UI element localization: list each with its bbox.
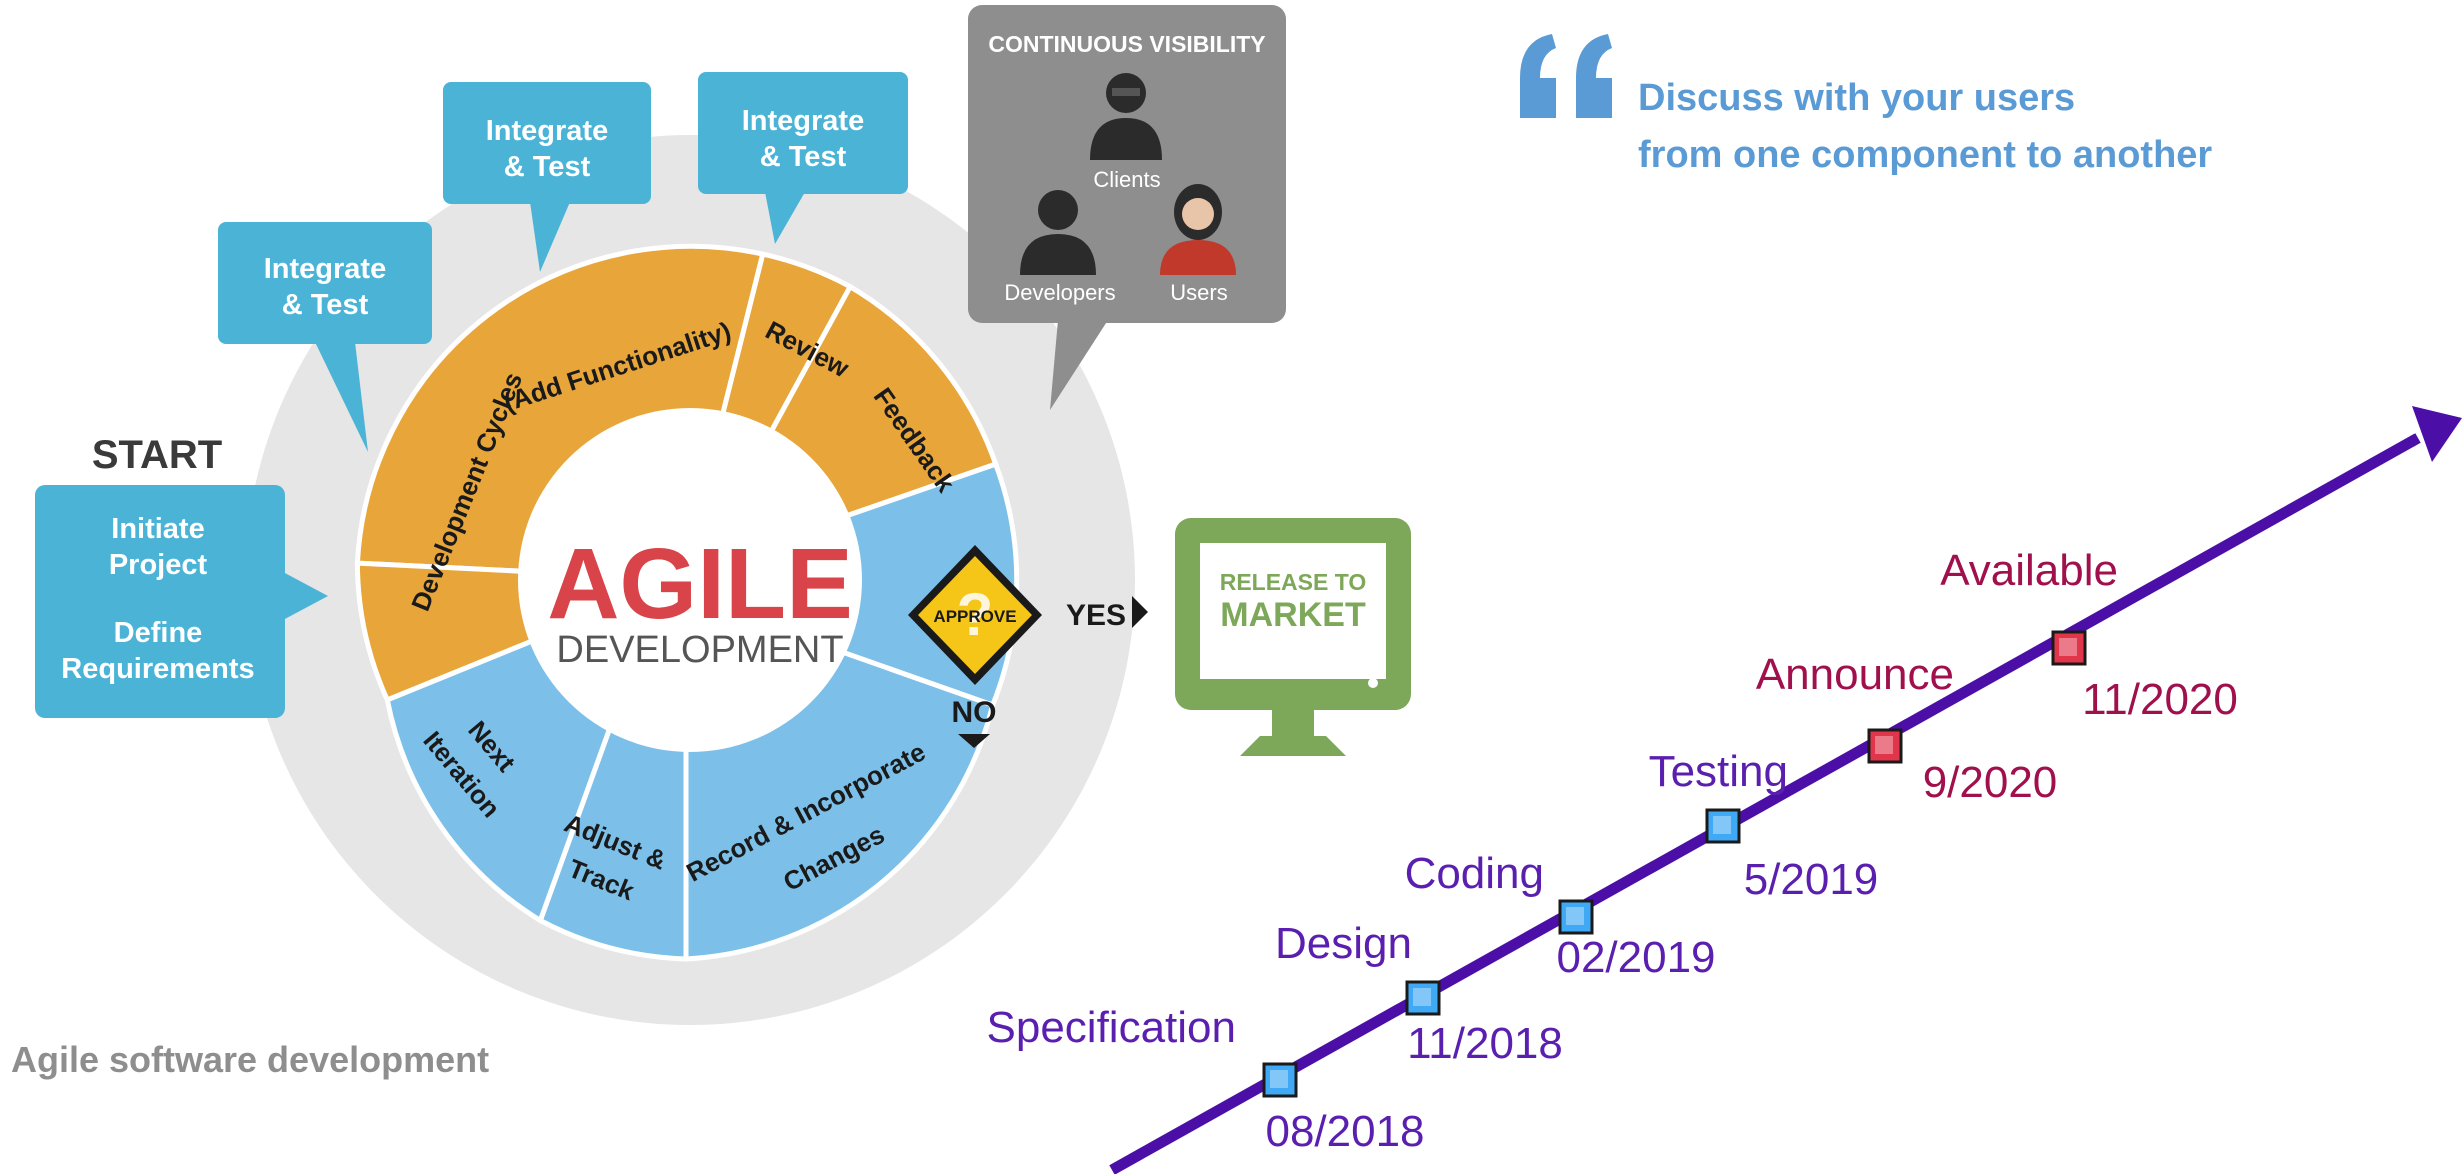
timeline-milestones: Specification 08/2018 Design 11/2018 Coding0… — [987, 546, 2238, 1156]
quote-mark-icon — [1520, 34, 1612, 118]
start-line2: Project — [109, 549, 208, 581]
milestone-marker-highlight — [1713, 816, 1731, 834]
yes-arrow-icon — [1132, 596, 1148, 628]
integrate-callout-2: Integrate & Test — [443, 82, 651, 272]
integrate-1-line2: & Test — [282, 289, 369, 321]
integrate-3-line2: & Test — [760, 141, 847, 173]
milestone-date: 11/2018 — [1407, 1019, 1563, 1068]
milestone-label: Testing — [1649, 747, 1788, 796]
start-line3: Define — [114, 617, 203, 649]
client-person-icon — [1090, 73, 1162, 160]
start-line1: Initiate — [111, 513, 204, 545]
quote-line1: Discuss with your users — [1638, 77, 2075, 119]
milestone-marker — [1558, 899, 1594, 935]
milestone-marker — [1405, 980, 1441, 1016]
milestone-label: Coding — [1405, 849, 1544, 898]
milestone-date: 02/2019 — [1556, 933, 1715, 982]
milestone-marker — [1262, 1062, 1298, 1098]
visibility-panel: CONTINUOUS VISIBILITY Clients Developers… — [968, 5, 1286, 410]
approve-badge: ? APPROVE — [908, 545, 1042, 685]
milestone-label: Announce — [1756, 650, 1954, 699]
clients-label: Clients — [1093, 167, 1160, 192]
integrate-2-line1: Integrate — [486, 115, 608, 147]
question-mark-icon: ? — [957, 581, 994, 648]
milestone-date: 11/2020 — [2082, 675, 2238, 724]
quote-block: Discuss with your users from one compone… — [1520, 34, 2212, 176]
milestone-marker-highlight — [2059, 638, 2077, 656]
milestone-marker-highlight — [1566, 907, 1584, 925]
agile-diagram: AGILE DEVELOPMENT Development Cycles (Ad… — [11, 5, 1411, 1080]
timeline-arrowhead-icon — [2412, 406, 2462, 462]
agile-title: AGILE — [547, 528, 853, 640]
no-label: NO — [952, 696, 997, 729]
users-label: Users — [1170, 280, 1227, 305]
timeline-axis — [1109, 433, 2421, 1174]
milestone-marker-highlight — [1413, 988, 1431, 1006]
agile-subtitle: DEVELOPMENT — [556, 629, 843, 671]
start-line4: Requirements — [61, 653, 254, 685]
milestone-date: 5/2019 — [1744, 855, 1879, 904]
diagram-caption: Agile software development — [11, 1039, 489, 1080]
milestone-label: Specification — [987, 1003, 1236, 1052]
milestone-label: Design — [1275, 919, 1412, 968]
no-arrow-icon — [958, 734, 990, 748]
milestone-marker-highlight — [1875, 736, 1893, 754]
release-line1: RELEASE TO — [1220, 569, 1367, 595]
milestone-date: 9/2020 — [1923, 758, 2058, 807]
visibility-title: CONTINUOUS VISIBILITY — [988, 31, 1265, 57]
integrate-2-line2: & Test — [504, 151, 591, 183]
milestone-marker-highlight — [1270, 1070, 1288, 1088]
integrate-3-line1: Integrate — [742, 105, 864, 137]
integrate-callout-3: Integrate & Test — [698, 72, 908, 244]
start-box: Initiate Project Define Requirements — [35, 485, 328, 718]
milestone-marker — [2051, 630, 2087, 666]
milestone-marker — [1705, 808, 1741, 844]
integrate-1-line1: Integrate — [264, 253, 386, 285]
milestone-date: 08/2018 — [1265, 1107, 1424, 1156]
release-line2: MARKET — [1220, 596, 1366, 634]
wheel-center — [518, 408, 862, 752]
start-label: START — [92, 433, 222, 477]
user-person-icon — [1160, 184, 1236, 275]
approve-label: APPROVE — [933, 607, 1016, 626]
release-monitor-icon: RELEASE TO MARKET — [1175, 518, 1411, 756]
milestone-marker — [1867, 728, 1903, 764]
integrate-callout-1: Integrate & Test — [218, 222, 432, 452]
timeline: Specification 08/2018 Design 11/2018 Coding0… — [987, 406, 2462, 1174]
quote-line2: from one component to another — [1638, 134, 2212, 176]
developer-person-icon — [1020, 190, 1096, 275]
yes-label: YES — [1066, 599, 1126, 632]
developers-label: Developers — [1004, 280, 1115, 305]
milestone-label: Available — [1940, 546, 2118, 595]
